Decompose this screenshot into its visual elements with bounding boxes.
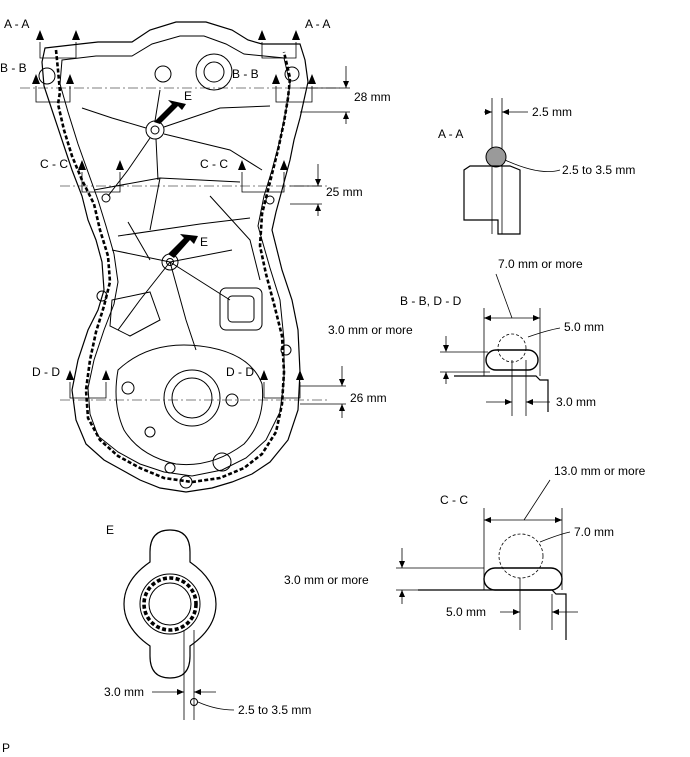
section-bb-marker-right (275, 86, 313, 103)
section-arrows (32, 30, 316, 380)
cover-inner-contour (59, 35, 291, 477)
bolt-hole-9 (265, 195, 275, 205)
oil-pump-body (115, 344, 264, 466)
dim-25: 25 mm (290, 164, 363, 216)
cc-bead (483, 567, 563, 591)
sealant-bead (54, 49, 292, 484)
cc-diameter-label: 7.0 mm (574, 525, 614, 539)
bd-leader (527, 327, 561, 338)
aa-flange (463, 165, 521, 235)
pocket-right (219, 287, 263, 331)
dim-26-label: 26 mm (350, 391, 387, 405)
bolt-hole-1 (121, 381, 135, 395)
bd-width-label: 7.0 mm or more (498, 257, 583, 271)
ribs-middle (111, 195, 261, 351)
bolt-hole-7 (280, 344, 292, 356)
detail-e-title: E (106, 523, 114, 537)
bd-title: B - B, D - D (400, 294, 462, 308)
corner-hole-left (38, 67, 56, 85)
e-arrow-upper (154, 100, 186, 124)
bolt-hole-4 (212, 452, 232, 472)
cc-flange (418, 589, 567, 640)
e-bead-section (190, 698, 198, 706)
upper-boss-right-hole (203, 61, 225, 83)
label-e-lower: E (200, 235, 208, 249)
detail-e: E 3.0 mm 2.5 to 3.5 mm (104, 523, 311, 720)
e-boss-outline (123, 529, 217, 679)
e-diameter-label: 2.5 to 3.5 mm (238, 703, 311, 717)
label-aa-right: A - A (305, 17, 330, 31)
aa-diameter-label: 2.5 to 3.5 mm (562, 163, 635, 177)
label-aa-left: A - A (4, 17, 29, 31)
section-bd-detail: 7.0 mm or more B - B, D - D 3.0 mm or mo… (328, 257, 604, 416)
bolt-hole-5 (164, 462, 176, 474)
section-bb-marker-left (35, 86, 71, 103)
bd-diameter-label: 5.0 mm (564, 320, 604, 334)
section-cc-marker-left (81, 172, 121, 193)
label-dd-left: D - D (32, 365, 60, 379)
hub-upper-center (150, 125, 160, 135)
hub-upper (145, 120, 165, 140)
aa-bead-cross-section (485, 146, 507, 168)
section-dd-marker-left (69, 382, 107, 399)
dim-28-label: 28 mm (354, 90, 391, 104)
bolt-hole-3 (144, 426, 156, 438)
aa-width-label: 2.5 mm (532, 105, 572, 119)
label-e-upper: E (184, 89, 192, 103)
section-aa-marker-left (39, 42, 77, 59)
cc-width-label: 13.0 mm or more (554, 464, 646, 478)
e-ring-inner (148, 582, 192, 626)
label-cc-right: C - C (200, 157, 228, 171)
crank-boss-outer (163, 369, 221, 427)
cc-height-label: 3.0 mm or more (284, 573, 369, 587)
e-arrow-lower (168, 234, 198, 258)
cc-leader (539, 531, 571, 543)
e-leader (197, 701, 235, 711)
cc-dashed-circle (498, 533, 544, 579)
e-ring-outer (139, 573, 201, 635)
timing-chain-cover (20, 21, 340, 493)
cover-outline (41, 21, 309, 493)
aa-leader (504, 159, 561, 173)
bd-flange (454, 375, 549, 412)
cc-title: C - C (440, 493, 468, 507)
e-width-label: 3.0 mm (104, 685, 144, 699)
pocket-right-inner (227, 295, 255, 323)
ribs-upper (81, 89, 271, 237)
bd-dashed-circle (497, 333, 527, 363)
dim-26: 26 mm (300, 366, 387, 418)
label-cc-left: C - C (40, 157, 68, 171)
page-marker: P (2, 741, 10, 755)
dim-28: 28 mm (300, 66, 391, 124)
section-aa-detail: A - A 2.5 mm 2.5 to 3.5 mm (438, 98, 635, 235)
e-sealant-ring (142, 576, 198, 632)
section-cc-detail: 13.0 mm or more C - C 7.0 mm 3.0 mm or m… (284, 464, 646, 640)
label-dd-right: D - D (226, 365, 254, 379)
label-bb-left: B - B (0, 61, 27, 75)
crank-boss-inner (171, 377, 213, 419)
corner-hole-right (284, 66, 300, 82)
pocket-left (109, 291, 161, 337)
bd-height-label: 3.0 mm or more (328, 323, 413, 337)
section-cc-marker-right (241, 172, 285, 193)
section-dd-marker-right (263, 382, 301, 399)
bd-offset-label: 3.0 mm (556, 395, 596, 409)
dim-25-label: 25 mm (326, 185, 363, 199)
upper-boss-right (195, 53, 233, 91)
cc-offset-label: 5.0 mm (446, 605, 486, 619)
label-bb-right: B - B (232, 67, 259, 81)
section-aa-marker-right (261, 42, 297, 59)
hub-lower-center (166, 258, 174, 266)
upper-hole-left (154, 65, 172, 83)
bolt-hole-8 (101, 193, 111, 203)
section-aa-title: A - A (438, 127, 463, 141)
